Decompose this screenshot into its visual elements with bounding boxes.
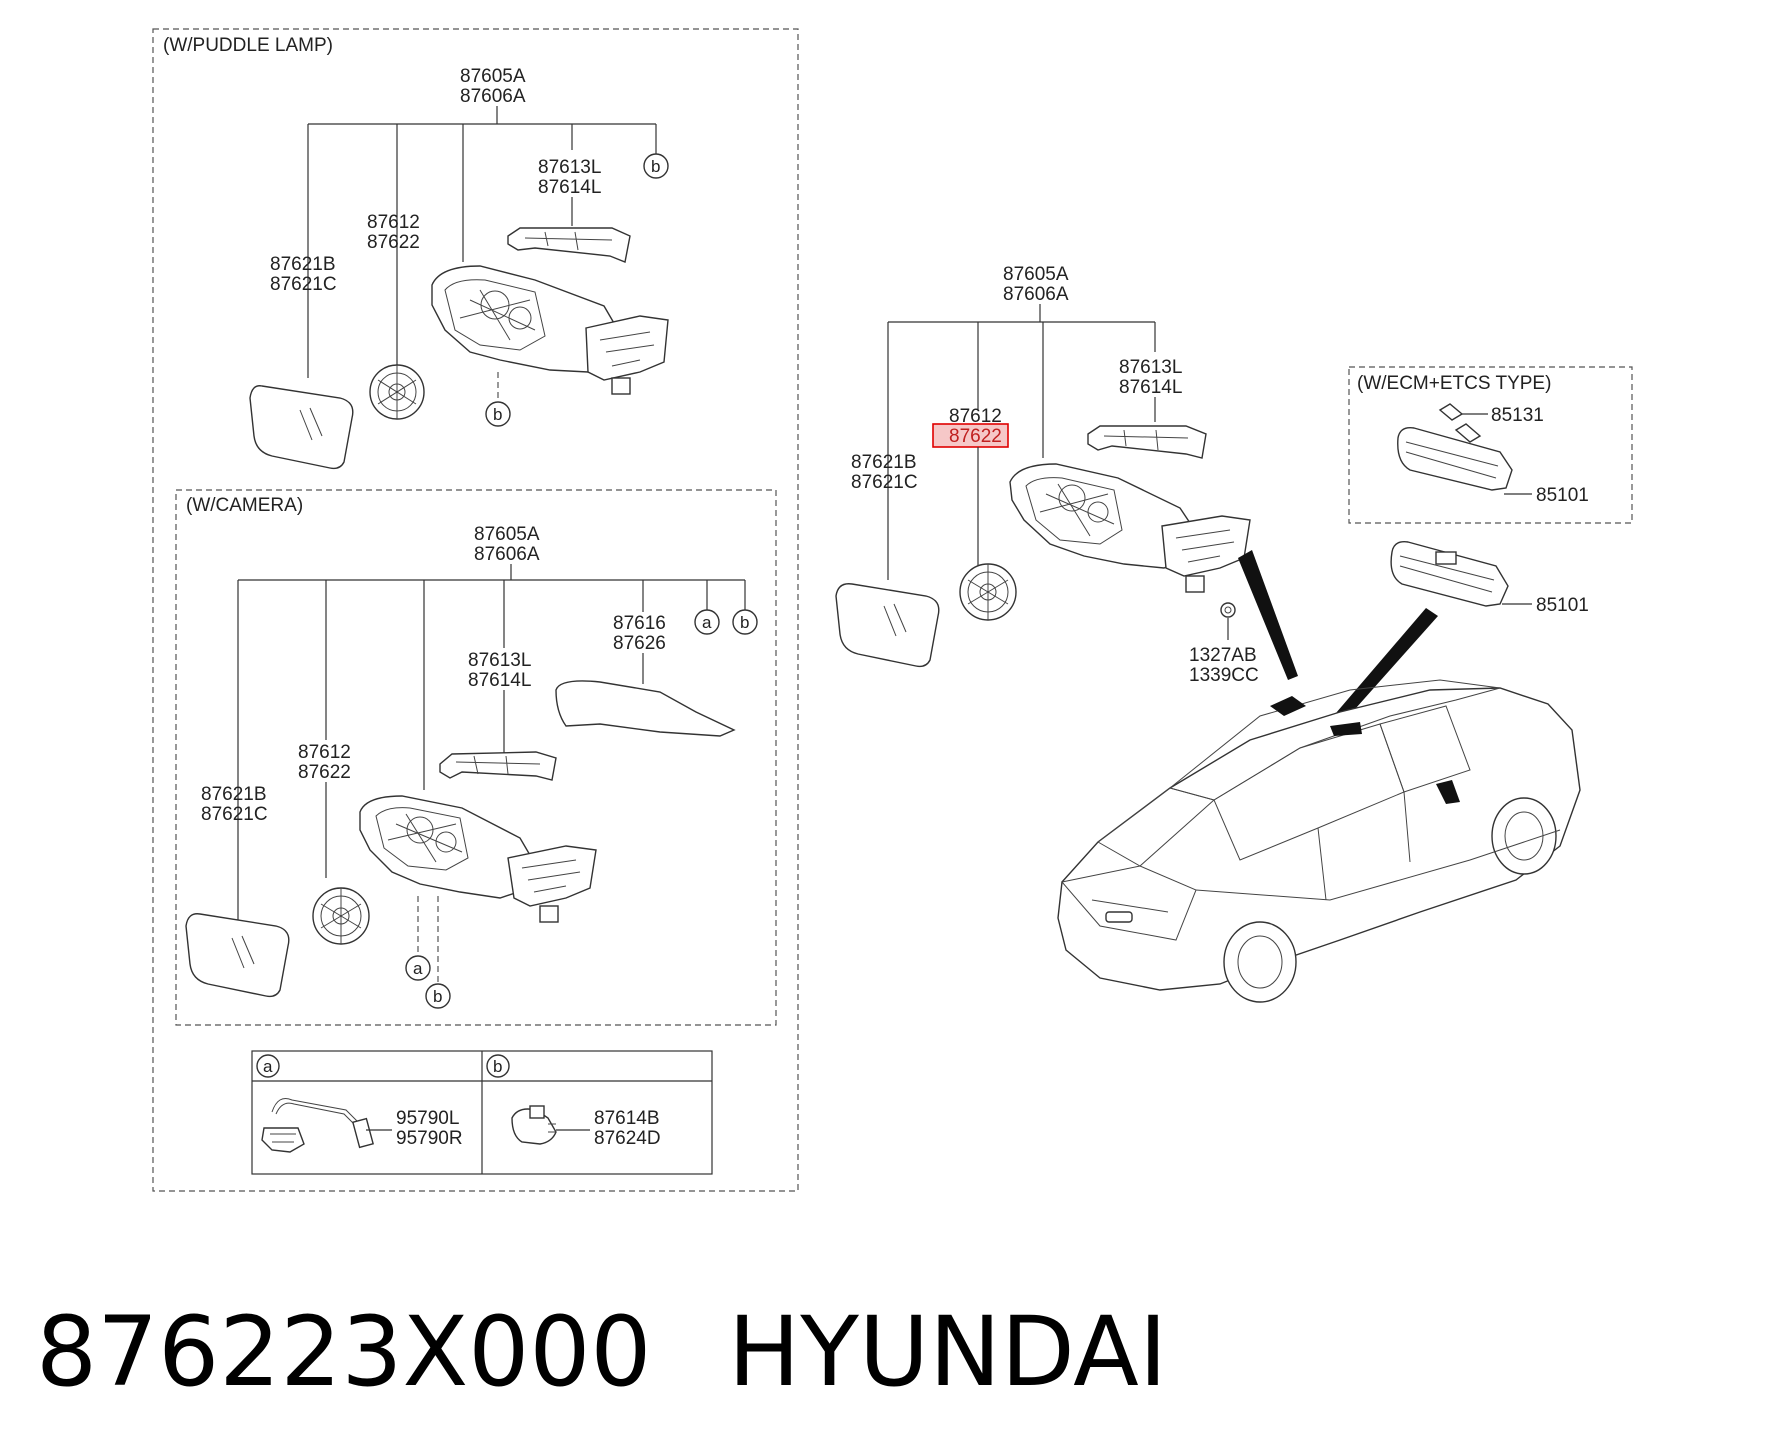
puddle-actuator-part [369, 364, 425, 420]
legend-b-part-2[interactable]: 87624D [594, 1128, 661, 1149]
ecm-bulb-no[interactable]: 85131 [1491, 405, 1544, 426]
inside-mirror-part [1390, 541, 1509, 607]
main-glass-no-1[interactable]: 87621B [851, 452, 917, 473]
puddle-assembly-no-1[interactable]: 87605A [460, 66, 526, 87]
section-title-ecm-etcs: (W/ECM+ETCS TYPE) [1357, 373, 1551, 394]
camera-mirror-housing [359, 795, 597, 923]
main-actuator-no-1[interactable]: 87612 [949, 406, 1002, 427]
camera-lamp-no-2[interactable]: 87614L [468, 670, 531, 691]
section-title-puddle-lamp: (W/PUDDLE LAMP) [163, 35, 333, 56]
main-actuator-part [959, 563, 1017, 621]
puddle-lamp-no-2[interactable]: 87614L [538, 177, 601, 198]
camera-lamp-part [439, 751, 557, 781]
puddle-assembly-no-2[interactable]: 87606A [460, 86, 526, 107]
footer-part-number: 876223X000 [36, 1296, 651, 1408]
car-illustration [1057, 679, 1581, 1003]
legend-a-label: a [263, 1057, 273, 1076]
main-glass-no-2[interactable]: 87621C [851, 472, 918, 493]
legend-b-part-1[interactable]: 87614B [594, 1108, 660, 1129]
legend-a-part-1[interactable]: 95790L [396, 1108, 459, 1129]
camera-assembly-no-1[interactable]: 87605A [474, 524, 540, 545]
ecm-etcs-section: (W/ECM+ETCS TYPE) 85131 85101 [1348, 366, 1633, 524]
legend-table: a b 95790L 95790R 87614B 87624D [251, 1050, 713, 1175]
camera-glass-no-2[interactable]: 87621C [201, 804, 268, 825]
ref-b-label: b [740, 613, 749, 632]
section-title-camera: (W/CAMERA) [186, 495, 303, 516]
camera-cover-no-1[interactable]: 87616 [613, 613, 666, 634]
ref-a-label: a [413, 959, 423, 978]
camera-actuator-no-1[interactable]: 87612 [298, 742, 351, 763]
legend-b-label: b [493, 1057, 502, 1076]
main-assembly-no-2[interactable]: 87606A [1003, 284, 1069, 305]
ref-b-label: b [493, 405, 502, 424]
puddle-actuator-no-1[interactable]: 87612 [367, 212, 420, 233]
puddle-actuator-no-2[interactable]: 87622 [367, 232, 420, 253]
inside-mirror-no[interactable]: 85101 [1536, 595, 1589, 616]
ecm-mirror-no[interactable]: 85101 [1536, 485, 1589, 506]
main-lamp-part [1087, 425, 1207, 459]
puddle-lamp-part [507, 227, 631, 263]
main-mirror-housing [1009, 463, 1251, 593]
highlight-box [932, 423, 1009, 448]
footer-brand: HYUNDAI [728, 1296, 1167, 1408]
legend-a-part-2[interactable]: 95790R [396, 1128, 463, 1149]
main-section: 87605A 87606A 87613L 87614L 87612 87622 … [835, 264, 1438, 726]
puddle-glass-part [249, 385, 354, 470]
lamp-socket-part [511, 1105, 557, 1145]
camera-actuator-no-2[interactable]: 87622 [298, 762, 351, 783]
main-lamp-no-2[interactable]: 87614L [1119, 377, 1182, 398]
pointer-inside-mirror [1330, 608, 1438, 726]
ref-b-label: b [651, 157, 660, 176]
main-fastener-no-1[interactable]: 1327AB [1189, 645, 1257, 666]
puddle-lamp-no-1[interactable]: 87613L [538, 157, 601, 178]
ref-circle-b [485, 401, 511, 427]
ref-circle-b [425, 983, 451, 1009]
camera-glass-no-1[interactable]: 87621B [201, 784, 267, 805]
camera-lamp-no-1[interactable]: 87613L [468, 650, 531, 671]
main-actuator-no-2[interactable]: 87622 [949, 426, 1002, 447]
legend-circle-b [486, 1054, 510, 1078]
camera-cover-no-2[interactable]: 87626 [613, 633, 666, 654]
puddle-glass-no-1[interactable]: 87621B [270, 254, 336, 275]
ref-circle-b [732, 609, 758, 635]
legend-circle-a [256, 1054, 280, 1078]
main-glass-part [835, 583, 940, 668]
puddle-lamp-section: (W/PUDDLE LAMP) 87605A 87606A b 87613L 8… [152, 28, 799, 1192]
puddle-glass-no-2[interactable]: 87621C [270, 274, 337, 295]
ref-circle-a [405, 955, 431, 981]
camera-section: (W/CAMERA) 87605A 87606A a b 87616 87626… [175, 489, 777, 1026]
camera-harness-part [261, 1098, 374, 1153]
camera-glass-part [185, 913, 290, 998]
ref-circle-b [643, 153, 669, 179]
ref-b-label: b [433, 987, 442, 1006]
ref-circle-a [694, 609, 720, 635]
camera-assembly-no-2[interactable]: 87606A [474, 544, 540, 565]
ref-a-label: a [702, 613, 712, 632]
camera-cover-part [555, 680, 736, 737]
main-lamp-no-1[interactable]: 87613L [1119, 357, 1182, 378]
main-assembly-no-1[interactable]: 87605A [1003, 264, 1069, 285]
main-fastener-no-2[interactable]: 1339CC [1189, 665, 1259, 686]
camera-actuator-part [312, 887, 370, 945]
main-fastener-part [1220, 602, 1236, 618]
ecm-mirror-part [1397, 427, 1513, 491]
pointer-outside-mirror [1238, 550, 1298, 680]
puddle-mirror-housing [431, 265, 669, 395]
